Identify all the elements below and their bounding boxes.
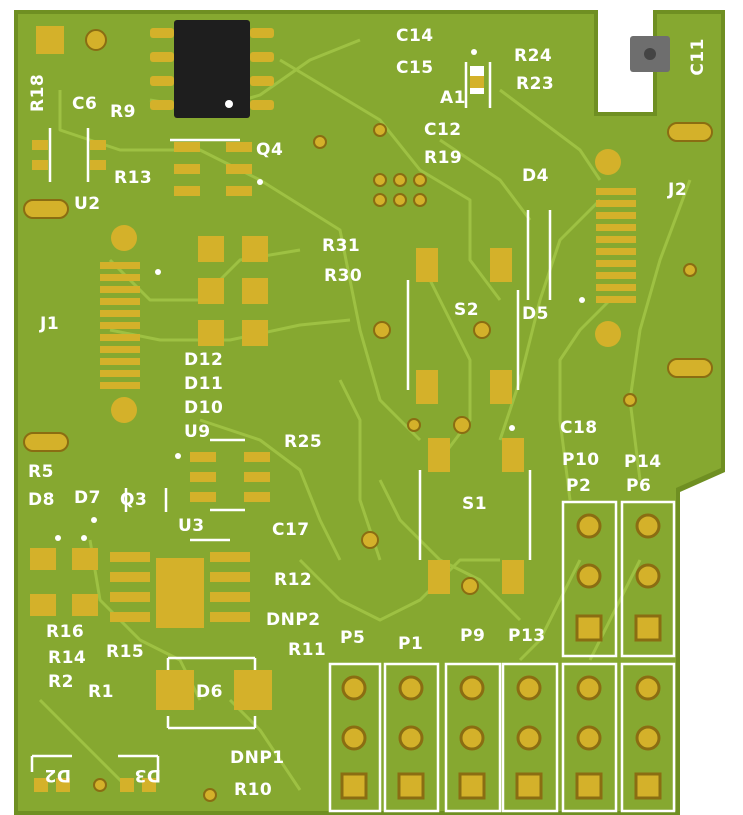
vias <box>85 29 697 802</box>
label-p10: P10 <box>562 450 600 470</box>
label-p2: P2 <box>566 476 592 496</box>
label-u2: U2 <box>74 194 101 214</box>
u5-sensor-port <box>644 48 656 60</box>
label-r30: R30 <box>324 266 363 286</box>
label-r11: R11 <box>288 640 327 660</box>
switch-pads <box>416 248 524 594</box>
label-d10: D10 <box>184 398 224 418</box>
label-d12: D12 <box>184 350 224 370</box>
label-p6: P6 <box>626 476 652 496</box>
label-c11: C11 <box>688 38 708 76</box>
label-dnp2: DNP2 <box>266 610 321 630</box>
label-j2: J2 <box>668 180 688 200</box>
label-r18: R18 <box>28 73 48 112</box>
j1-pads <box>100 225 140 423</box>
label-r25: R25 <box>284 432 323 452</box>
label-dnp1: DNP1 <box>230 748 285 768</box>
j2-pads <box>595 149 636 347</box>
label-c12: C12 <box>424 120 462 140</box>
label-r5: R5 <box>28 462 54 482</box>
label-r1: R1 <box>88 682 114 702</box>
label-p14: P14 <box>624 452 662 472</box>
label-q4: Q4 <box>256 140 284 160</box>
label-r31: R31 <box>322 236 361 256</box>
label-c14: C14 <box>396 26 434 46</box>
label-r2: R2 <box>48 672 74 692</box>
d6-pads <box>156 670 272 710</box>
label-u5: U5 <box>614 92 641 112</box>
label-d11: D11 <box>184 374 224 394</box>
label-r10: R10 <box>234 780 273 800</box>
label-s1: S1 <box>462 494 488 514</box>
pin1-markers <box>55 49 585 541</box>
label-a1: A1 <box>440 88 466 108</box>
label-c18: C18 <box>560 418 598 438</box>
label-d4: D4 <box>522 166 549 186</box>
passive-pads <box>30 26 484 792</box>
ic-pin1-dot <box>225 100 233 108</box>
label-c17: C17 <box>272 520 310 540</box>
label-d7: D7 <box>74 488 101 508</box>
label-s2: S2 <box>454 300 480 320</box>
ic-main-pads <box>150 28 274 110</box>
label-u9: U9 <box>184 422 211 442</box>
label-r12: R12 <box>274 570 313 590</box>
label-d8: D8 <box>28 490 55 510</box>
label-r24: R24 <box>514 46 553 66</box>
label-d5: D5 <box>522 304 549 324</box>
label-r16: R16 <box>46 622 85 642</box>
led-pads <box>198 236 268 346</box>
label-r14: R14 <box>48 648 87 668</box>
label-d2: D2 <box>44 765 71 785</box>
label-u3: U3 <box>178 516 205 536</box>
label-q3: Q3 <box>120 490 148 510</box>
label-r19: R19 <box>424 148 463 168</box>
header-pins <box>340 513 662 800</box>
label-p1: P1 <box>398 634 424 654</box>
label-r23: R23 <box>516 74 555 94</box>
label-r15: R15 <box>106 642 145 662</box>
label-d3: D3 <box>134 765 161 785</box>
label-p9: P9 <box>460 626 486 646</box>
label-j1: J1 <box>40 314 60 334</box>
label-p13: P13 <box>508 626 546 646</box>
label-r9: R9 <box>110 102 136 122</box>
u3-pads <box>110 552 250 628</box>
mounting-slots <box>23 122 713 452</box>
ic-u-main-body <box>174 20 250 118</box>
silkscreen-outlines <box>30 62 676 813</box>
label-c6: C6 <box>72 94 98 114</box>
label-r13: R13 <box>114 168 153 188</box>
label-d6: D6 <box>196 682 223 702</box>
label-p5: P5 <box>340 628 366 648</box>
label-c15: C15 <box>396 58 434 78</box>
